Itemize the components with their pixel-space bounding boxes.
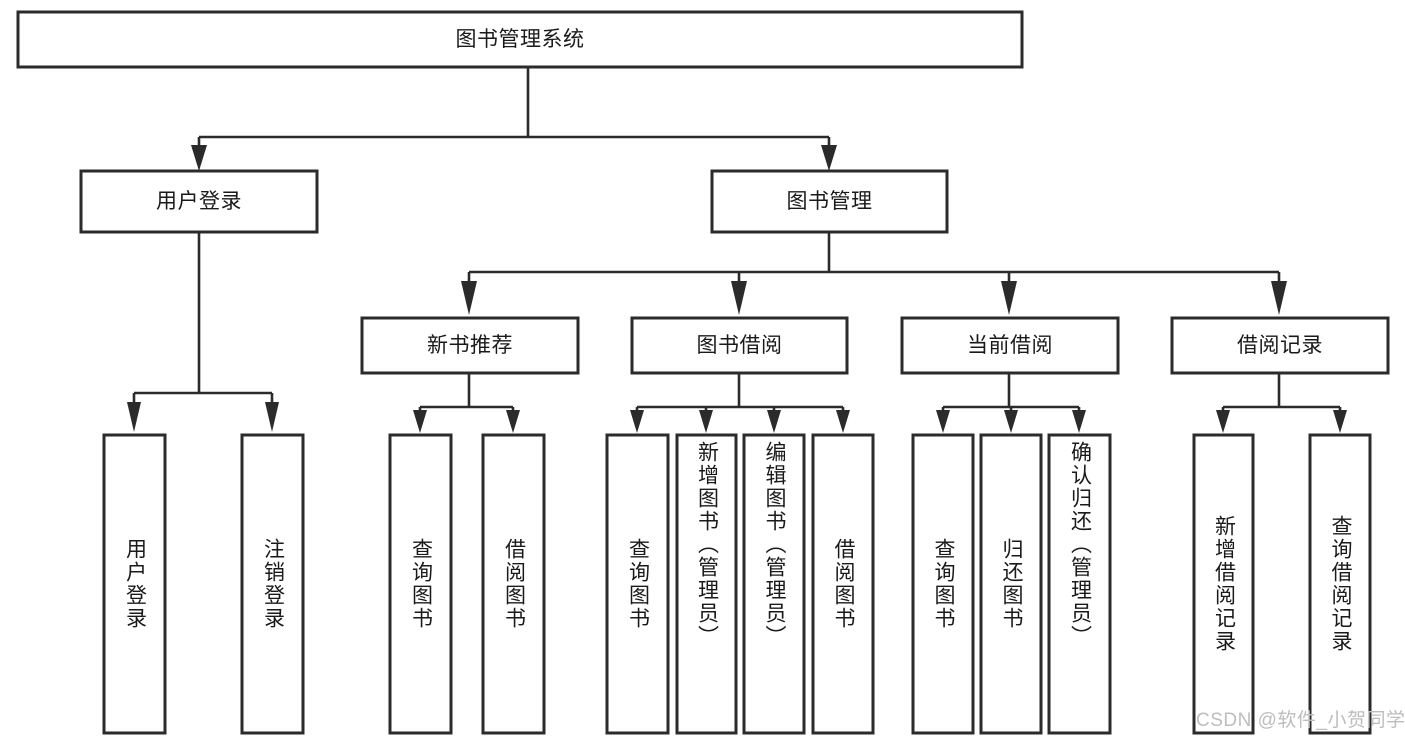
connectors-borrow-records <box>1216 373 1347 433</box>
box-book-borrow[interactable] <box>630 316 849 375</box>
box-leaf-user-login[interactable] <box>102 433 167 735</box>
connectors-current-borrow <box>936 373 1086 433</box>
arrow-to-leaf-logout-login <box>265 402 279 432</box>
arrow-to-leaf-query-book-1 <box>413 410 427 433</box>
connectors-book-borrow <box>630 373 850 433</box>
arrow-to-book-borrow <box>731 281 747 315</box>
node-boxes <box>16 10 1390 735</box>
box-leaf-query-book-1[interactable] <box>388 433 453 735</box>
arrow-to-leaf-add-borrow-record <box>1216 410 1230 433</box>
arrow-to-user-login <box>191 145 207 171</box>
connectors-new-book-recommend <box>413 373 520 433</box>
arrow-to-borrow-records <box>1271 281 1287 315</box>
box-leaf-return-book[interactable] <box>979 433 1043 735</box>
connectors-user-login <box>127 232 279 432</box>
arrow-to-leaf-edit-book-admin <box>767 410 781 433</box>
box-current-borrow[interactable] <box>900 316 1120 375</box>
arrow-to-leaf-borrow-book-2 <box>836 410 850 433</box>
box-book-management[interactable] <box>710 169 949 234</box>
arrow-to-leaf-borrow-book-1 <box>506 410 520 433</box>
box-leaf-add-book-admin[interactable] <box>675 433 738 735</box>
box-leaf-edit-book-admin[interactable] <box>742 433 806 735</box>
arrow-to-leaf-query-borrow-record <box>1333 410 1347 433</box>
box-root[interactable] <box>16 10 1024 69</box>
box-leaf-borrow-book-1[interactable] <box>481 433 546 735</box>
arrow-to-new-book-recommend <box>461 281 477 315</box>
box-leaf-query-borrow-record[interactable] <box>1308 433 1372 735</box>
arrow-to-leaf-add-book-admin <box>699 410 713 433</box>
connectors-book-management <box>461 232 1287 315</box>
arrow-to-leaf-user-login <box>127 402 141 432</box>
box-user-login[interactable] <box>79 169 319 234</box>
box-leaf-query-book-3[interactable] <box>911 433 975 735</box>
csdn-watermark: CSDN @软件_小贺同学 <box>1196 710 1405 731</box>
box-leaf-confirm-return-admin[interactable] <box>1047 433 1112 735</box>
box-leaf-add-borrow-record[interactable] <box>1192 433 1255 735</box>
connectors-root <box>191 67 837 171</box>
arrow-to-current-borrow <box>1001 281 1017 315</box>
arrow-to-book-management <box>821 145 837 171</box>
box-leaf-query-book-2[interactable] <box>605 433 670 735</box>
box-leaf-borrow-book-2[interactable] <box>811 433 875 735</box>
box-borrow-records[interactable] <box>1170 316 1390 375</box>
arrow-to-leaf-query-book-2 <box>630 410 644 433</box>
box-new-book-recommend[interactable] <box>360 316 580 375</box>
arrow-to-leaf-confirm-return-admin <box>1072 410 1086 433</box>
arrow-to-leaf-return-book <box>1004 410 1018 433</box>
arrow-to-leaf-query-book-3 <box>936 410 950 433</box>
box-leaf-logout-login[interactable] <box>240 433 305 735</box>
